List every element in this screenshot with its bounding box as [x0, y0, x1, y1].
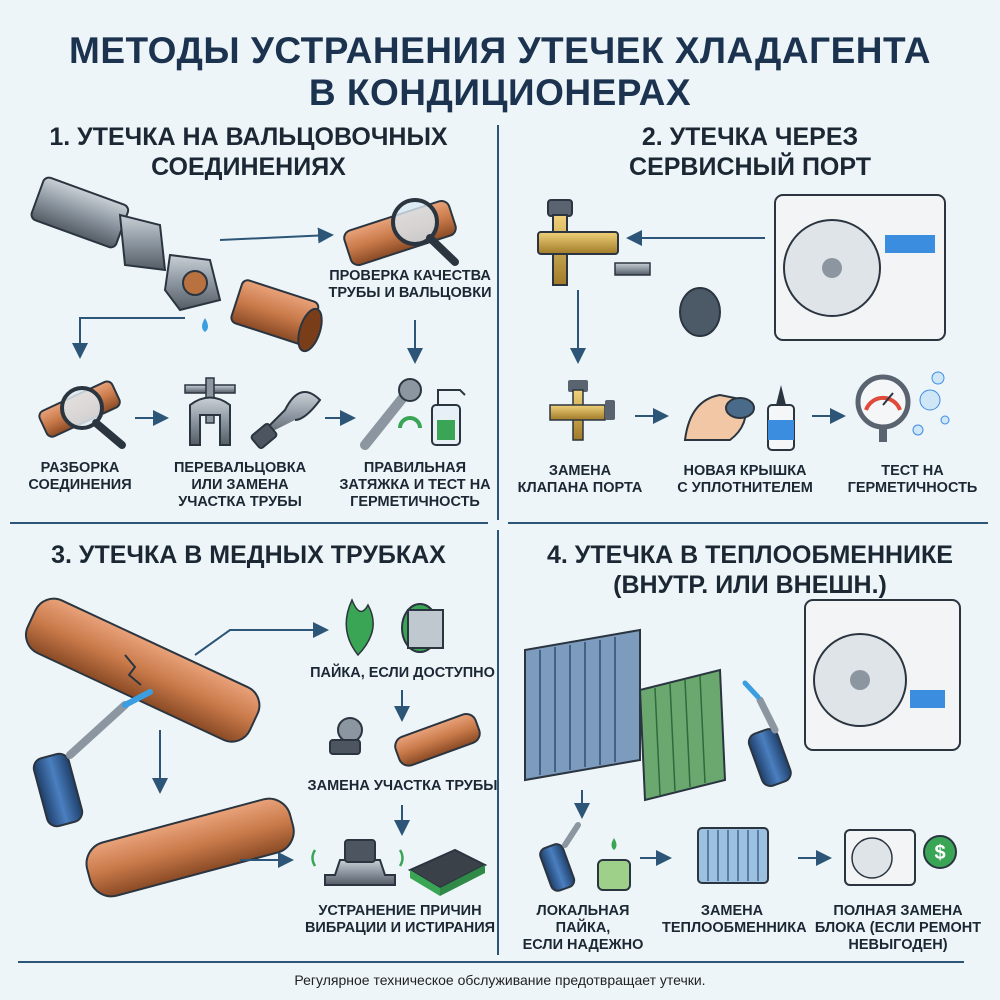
new-ac-unit-icon: [844, 829, 916, 886]
section-4-title-line-2: (ВНУТР. ИЛИ ВНЕШН.): [613, 571, 887, 599]
section-1-title: 1. УТЕЧКА НА ВАЛЬЦОВОЧНЫХ СОЕДИНЕНИЯХ: [0, 122, 497, 182]
divider-vertical-bottom: [497, 530, 499, 955]
outdoor-unit-icon: [774, 194, 946, 341]
flux-jar-icon: [597, 838, 631, 891]
label-line: РАЗБОРКА: [40, 460, 120, 476]
torch-coil-icon: [742, 680, 792, 787]
spray-bottle-icon: [431, 389, 466, 446]
local-solder-torch-icon: [539, 822, 581, 892]
label-line: ЗАМЕНА: [700, 903, 764, 919]
section-3-step-3-label: УСТРАНЕНИЕ ПРИЧИН ВИБРАЦИИ И ИСТИРАНИЯ: [300, 903, 500, 937]
sealant-bottle-icon: [767, 385, 795, 451]
section-4-step-1-label: ЛОКАЛЬНАЯ ПАЙКА, ЕСЛИ НАДЕЖНО: [508, 903, 658, 954]
label-line: ВИБРАЦИИ И ИСТИРАНИЯ: [304, 920, 496, 936]
hand-cap-seal-icon: [683, 393, 755, 441]
page-title: МЕТОДЫ УСТРАНЕНИЯ УТЕЧЕК ХЛАДАГЕНТА В КО…: [0, 30, 1000, 114]
section-1-step-1-label: РАЗБОРКА СОЕДИНЕНИЯ: [10, 460, 150, 494]
label-line: КЛАПАНА ПОРТА: [517, 480, 643, 496]
label-line: ПРОВЕРКА КАЧЕСТВА: [329, 268, 491, 284]
label-line: С УПЛОТНИТЕЛЕМ: [677, 480, 813, 496]
label-line: БЛОКА (ЕСЛИ РЕМОНТ: [814, 920, 982, 936]
svg-text:$: $: [934, 842, 945, 864]
title-line-2: В КОНДИЦИОНЕРАХ: [308, 72, 692, 113]
section-4-step-3-label: ПОЛНАЯ ЗАМЕНА БЛОКА (ЕСЛИ РЕМОНТ НЕВЫГОД…: [808, 903, 988, 954]
wrench-icon: [360, 378, 422, 450]
replacement-pipe-icon: [85, 797, 295, 898]
pipe-cutter-icon: [250, 391, 322, 449]
section-2-title-line-1: 2. УТЕЧКА ЧЕРЕЗ: [641, 123, 859, 151]
label-line: ЗАТЯЖКА И ТЕСТ НА: [339, 477, 491, 493]
valve-cap-icon: [679, 287, 721, 337]
label-line: ПОЛНАЯ ЗАМЕНА: [833, 903, 963, 919]
section-3-title: 3. УТЕЧКА В МЕДНЫХ ТРУБКАХ: [0, 540, 497, 570]
flame-icon: [345, 598, 374, 657]
bubbles-icon: [912, 371, 950, 436]
label-line: НЕВЫГОДЕН): [848, 937, 948, 953]
label-line: ЗАМЕНА: [548, 463, 612, 479]
label-line: ПРАВИЛЬНАЯ: [363, 460, 467, 476]
label-line: ЛОКАЛЬНАЯ ПАЙКА,: [536, 903, 630, 936]
section-3-step-2-label: ЗАМЕНА УЧАСТКА ТРУБЫ: [305, 778, 500, 795]
label-line: ГЕРМЕТИЧНОСТЬ: [847, 480, 978, 496]
section-2-step-2-label: НОВАЯ КРЫШКА С УПЛОТНИТЕЛЕМ: [670, 463, 820, 497]
damping-pad-icon: [407, 848, 488, 896]
flare-fitting-icon: [30, 176, 323, 353]
magnifier-pipe-icon: [343, 198, 459, 267]
new-heat-exchanger-icon: [697, 827, 769, 884]
solder-spool-icon: [401, 603, 444, 653]
copper-segment-icon: [394, 713, 481, 767]
footer-note: Регулярное техническое обслуживание пред…: [294, 972, 706, 988]
label-line: УЧАСТКА ТРУБЫ: [178, 494, 302, 510]
divider-horizontal-right: [508, 522, 988, 524]
section-3-title-line-1: 3. УТЕЧКА В МЕДНЫХ ТРУБКАХ: [51, 541, 446, 569]
label-line: ЗАМЕНА УЧАСТКА ТРУБЫ: [307, 778, 498, 794]
section-3-step-1-label: ПАЙКА, ЕСЛИ ДОСТУПНО: [305, 665, 500, 682]
divider-horizontal-left: [10, 522, 488, 524]
label-line: ПЕРЕВАЛЬЦОВКА: [173, 460, 307, 476]
section-4-step-2-label: ЗАМЕНА ТЕПЛООБМЕННИКА: [662, 903, 807, 937]
section-1-top-step-label: ПРОВЕРКА КАЧЕСТВА ТРУБЫ И ВАЛЬЦОВКИ: [320, 268, 500, 302]
label-line: СОЕДИНЕНИЯ: [28, 477, 132, 493]
flaring-tool-icon: [184, 377, 236, 446]
label-line: ТЕПЛООБМЕННИКА: [662, 920, 807, 936]
vibration-mount-icon: [311, 839, 404, 886]
tube-cutter-small-icon: [329, 717, 363, 755]
section-2-title-line-2: СЕРВИСНЫЙ ПОРТ: [629, 153, 871, 181]
divider-footer-right: [500, 961, 964, 963]
green-coil-icon: [638, 668, 727, 802]
section-2-title: 2. УТЕЧКА ЧЕРЕЗ СЕРВИСНЫЙ ПОРТ: [500, 122, 1000, 182]
label-line: ТЕСТ НА: [881, 463, 944, 479]
section-2-step-1-label: ЗАМЕНА КЛАПАНА ПОРТА: [510, 463, 650, 497]
title-line-1: МЕТОДЫ УСТРАНЕНИЯ УТЕЧЕК ХЛАДАГЕНТА: [69, 30, 931, 71]
section-1-title-line-2: СОЕДИНЕНИЯХ: [151, 153, 346, 181]
label-line: ТРУБЫ И ВАЛЬЦОВКИ: [328, 285, 492, 301]
pressure-gauge-icon: [855, 374, 911, 442]
dollar-icon: $: [923, 835, 957, 869]
divider-footer-left: [18, 961, 504, 963]
cracked-copper-pipe-icon: [24, 597, 261, 743]
label-line: ГЕРМЕТИЧНОСТЬ: [350, 494, 480, 510]
divider-vertical-top: [497, 125, 499, 520]
section-4-title: 4. УТЕЧКА В ТЕПЛООБМЕННИКЕ (ВНУТР. ИЛИ В…: [500, 540, 1000, 600]
service-valve-icon: [537, 199, 651, 286]
label-line: НОВАЯ КРЫШКА: [683, 463, 807, 479]
label-line: ПАЙКА, ЕСЛИ ДОСТУПНО: [310, 665, 495, 681]
section-4-title-line-1: 4. УТЕЧКА В ТЕПЛООБМЕННИКЕ: [547, 541, 953, 569]
heat-exchanger-coil-icon: [524, 628, 641, 782]
gas-torch-icon: [32, 689, 153, 828]
section-1-step-3-label: ПРАВИЛЬНАЯ ЗАТЯЖКА И ТЕСТ НА ГЕРМЕТИЧНОС…: [330, 460, 500, 511]
outdoor-unit-large-icon: [804, 599, 961, 751]
label-line: ЕСЛИ НАДЕЖНО: [522, 937, 644, 953]
section-1-step-2-label: ПЕРЕВАЛЬЦОВКА ИЛИ ЗАМЕНА УЧАСТКА ТРУБЫ: [160, 460, 320, 511]
disassembly-magnifier-icon: [38, 380, 126, 449]
section-2-step-3-label: ТЕСТ НА ГЕРМЕТИЧНОСТЬ: [840, 463, 985, 497]
label-line: УСТРАНЕНИЕ ПРИЧИН: [318, 903, 482, 919]
label-line: ИЛИ ЗАМЕНА: [191, 477, 289, 493]
replacement-valve-icon: [549, 380, 615, 441]
section-1-title-line-1: 1. УТЕЧКА НА ВАЛЬЦОВОЧНЫХ: [49, 123, 448, 151]
